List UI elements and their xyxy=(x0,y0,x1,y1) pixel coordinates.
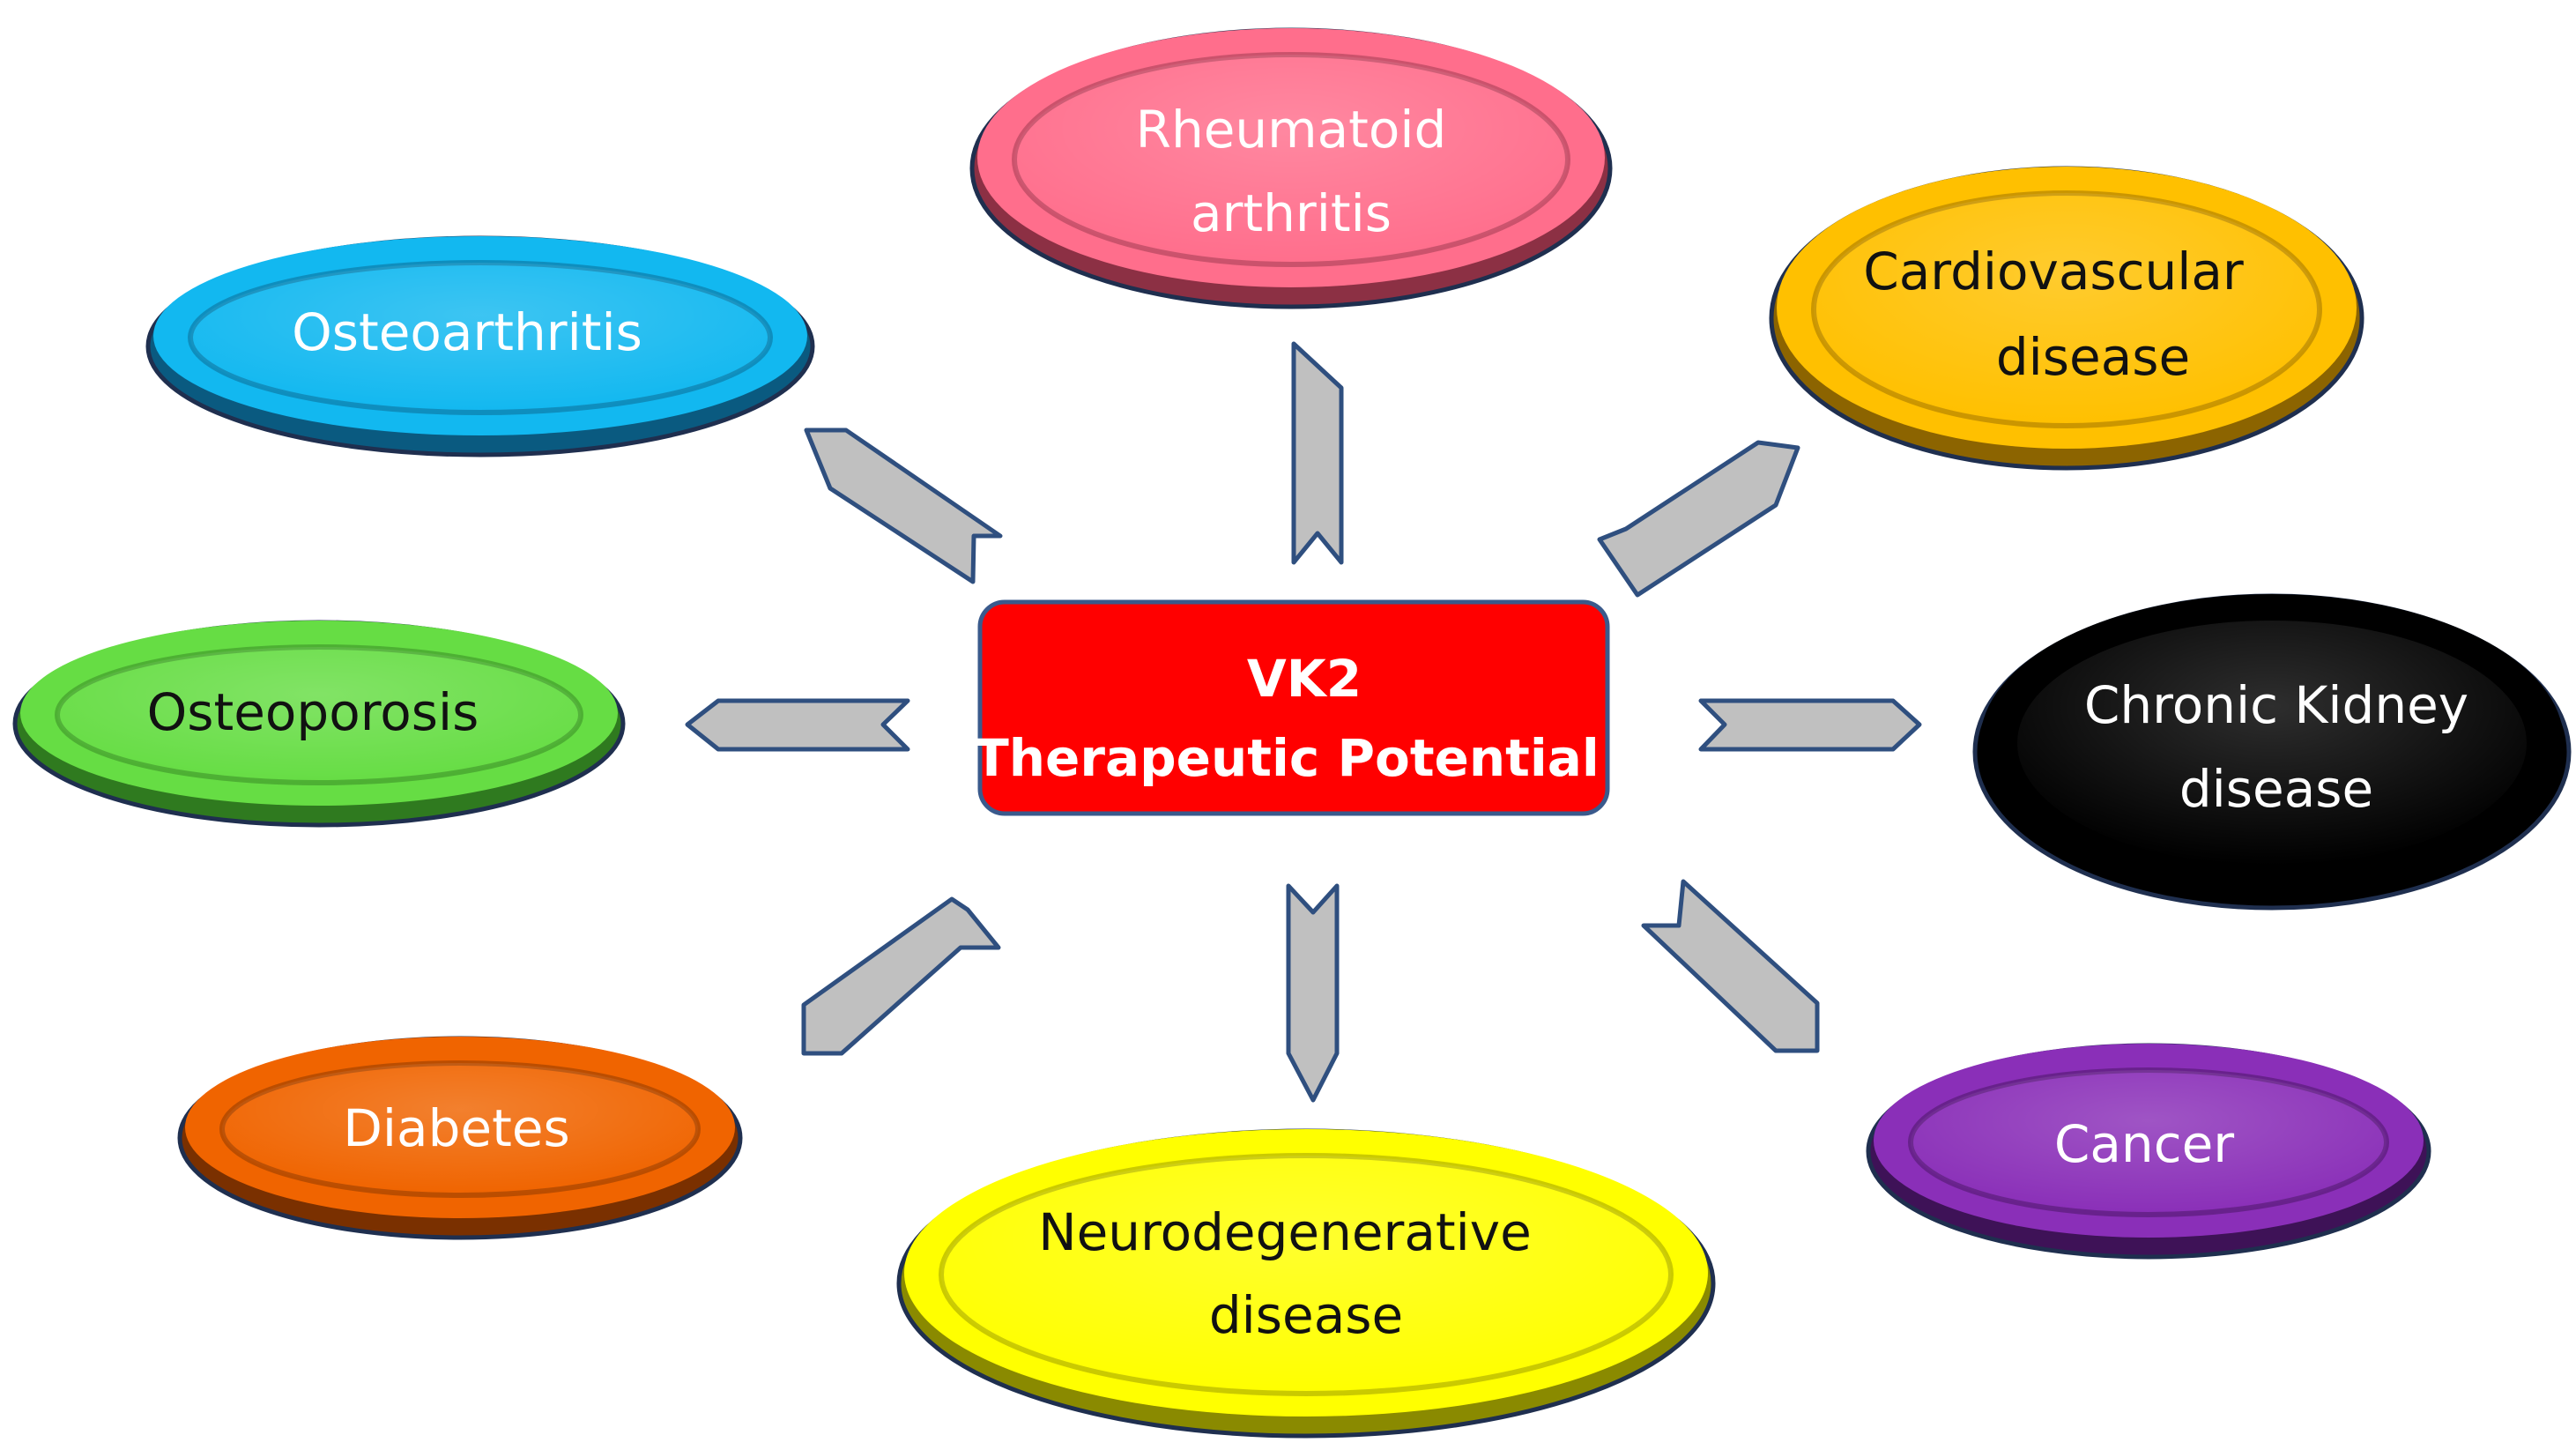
node-osteoporosis: Osteoporosis xyxy=(12,620,626,828)
arrow-to-diabetes xyxy=(801,896,1001,1056)
node-diabetes: Diabetes xyxy=(177,1036,743,1240)
node-sheen xyxy=(1814,193,2320,426)
node-chronic-kidney-line1: Chronic Kidney xyxy=(2084,675,2468,735)
arrow-to-cancer xyxy=(1641,879,1820,1053)
node-cardiovascular-disease: Cardiovascular disease xyxy=(1769,166,2364,471)
node-cardiovascular-line1: Cardiovascular xyxy=(1863,242,2244,301)
node-neurodegenerative-line1: Neurodegenerative xyxy=(1038,1202,1532,1262)
node-osteoporosis-line1: Osteoporosis xyxy=(147,682,479,742)
node-sheen xyxy=(2017,621,2527,866)
node-sheen xyxy=(57,647,581,783)
arrow-to-osteoarthritis xyxy=(804,428,1003,584)
node-sheen xyxy=(941,1156,1671,1394)
center-node: VK2 Therapeutic Potential xyxy=(974,599,1610,816)
node-rheumatoid-arthritis: Rheumatoid arthritis xyxy=(969,27,1613,309)
node-cancer: Cancer xyxy=(1866,1043,2431,1260)
node-sheen xyxy=(190,263,770,413)
arrow-to-chronic-kidney xyxy=(1698,698,1922,752)
node-sheen xyxy=(1911,1070,2387,1215)
node-sheen xyxy=(1014,55,1568,264)
node-osteoarthritis-line1: Osteoarthritis xyxy=(292,302,642,362)
arrow-to-rheumatoid xyxy=(1291,341,1344,565)
arrow-to-neurodegenerative xyxy=(1286,883,1340,1103)
center-subtitle: Therapeutic Potential xyxy=(974,728,1600,788)
center-title: VK2 xyxy=(1247,649,1362,709)
node-osteoarthritis: Osteoarthritis xyxy=(145,235,815,457)
node-neurodegenerative-disease: Neurodegenerative disease xyxy=(896,1128,1716,1439)
node-chronic-kidney-disease: Chronic Kidney disease xyxy=(1972,593,2572,911)
arrow-to-cardiovascular xyxy=(1597,440,1800,598)
node-diabetes-line1: Diabetes xyxy=(343,1098,569,1158)
node-rheumatoid-line2: arthritis xyxy=(1191,183,1392,243)
node-sheen xyxy=(222,1063,698,1195)
node-neurodegenerative-line2: disease xyxy=(1209,1285,1403,1345)
center-box xyxy=(977,599,1610,816)
node-chronic-kidney-line2: disease xyxy=(2179,759,2373,819)
node-cancer-line1: Cancer xyxy=(2054,1114,2234,1174)
node-rheumatoid-line1: Rheumatoid xyxy=(1136,100,1447,160)
arrow-to-osteoporosis xyxy=(685,698,910,752)
node-cardiovascular-line2: disease xyxy=(1996,327,2190,387)
